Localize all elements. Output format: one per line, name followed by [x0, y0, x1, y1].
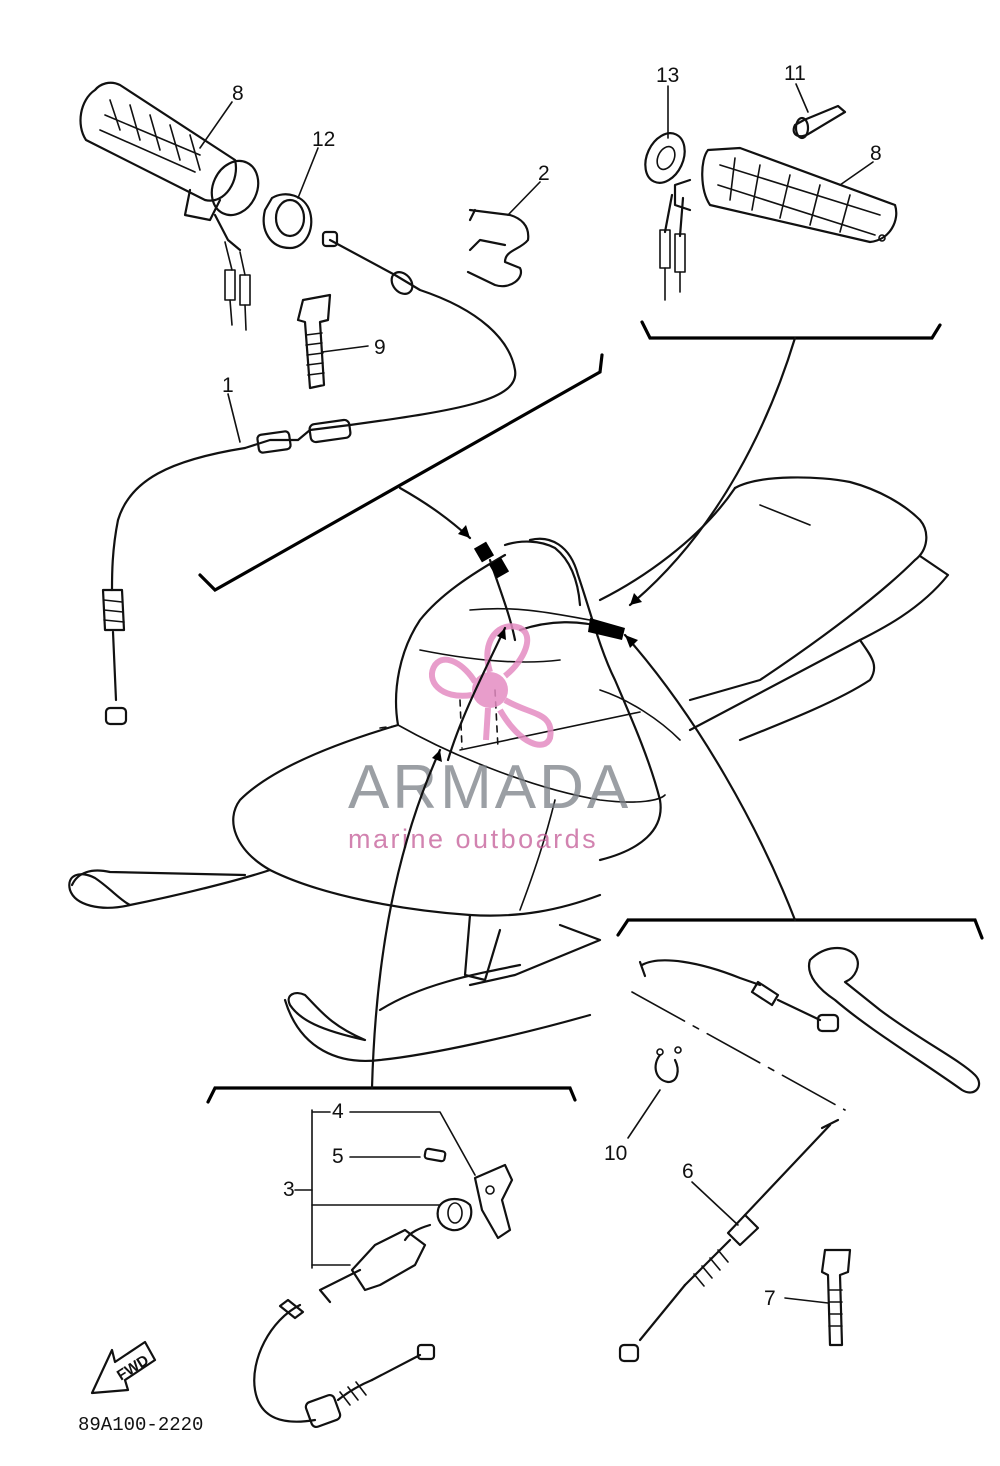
group-right-frame: [640, 320, 942, 340]
callout-11: 12: [312, 128, 335, 151]
armada-propeller-logo-icon: [428, 623, 554, 748]
cable-tie-part-7: [820, 1248, 852, 1347]
watermark-subtitle: marine outboards: [348, 824, 598, 854]
clip-part-13: [654, 1046, 682, 1084]
ring-part-11: [262, 193, 313, 250]
callout-3: 3: [283, 1178, 295, 1201]
snowmobile-body: [68, 476, 950, 1062]
grip-part-8-left: [79, 81, 260, 331]
throttle-cable-part-1: [101, 230, 517, 726]
brake-lever: [807, 947, 981, 1094]
pointer-arrows: [370, 336, 797, 1090]
armada-watermark: ARMADA marine outboards: [348, 623, 631, 854]
callout-5: 5: [332, 1145, 344, 1168]
callout-7: 7: [764, 1287, 776, 1310]
callout-12: 13: [656, 64, 679, 87]
switch-cable-part-3: [253, 1223, 436, 1429]
callout-6: 6: [682, 1160, 694, 1183]
callout-9: 9: [374, 336, 386, 359]
washer-part-12: [644, 132, 686, 184]
leader-lines: [199, 83, 874, 1304]
group-right-grip: [640, 104, 942, 340]
group-bottom-left: [206, 1086, 577, 1429]
callout-13: 10: [604, 1142, 627, 1165]
callout-10: 11: [784, 62, 806, 85]
screw-part-10: [792, 104, 847, 140]
callout-8-right: 8: [870, 142, 882, 165]
group-bottom-right-frame: [616, 918, 984, 940]
bracket-lines-3: [294, 1109, 476, 1269]
callout-2: 2: [538, 162, 550, 185]
clip-part-2: [466, 208, 530, 288]
callout-1: 1: [222, 374, 234, 397]
callout-numbers: 8 12 2 9 1 13 11 8 4 5 3 6 10 7: [222, 62, 882, 1310]
fwd-label: FWD: [114, 1352, 152, 1385]
drawing-code: 89A100-2220: [78, 1414, 203, 1436]
callout-8-left: 8: [232, 82, 244, 105]
brake-cable-part-6: [618, 1118, 840, 1363]
callout-4: 4: [332, 1100, 344, 1123]
group-left-frame: [198, 353, 604, 592]
group-left-grip: [79, 81, 604, 726]
grip-part-8-right: [659, 146, 898, 301]
cable-tie-part-9: [296, 293, 332, 390]
group-bottom-right: [616, 918, 984, 1363]
group-bottom-left-frame: [206, 1086, 577, 1104]
pin-part-5: [423, 1147, 447, 1163]
nut-part-3: [436, 1197, 473, 1232]
watermark-title: ARMADA: [348, 753, 631, 822]
lever-part-4: [473, 1163, 514, 1240]
fwd-arrow-icon: FWD: [90, 1340, 157, 1395]
